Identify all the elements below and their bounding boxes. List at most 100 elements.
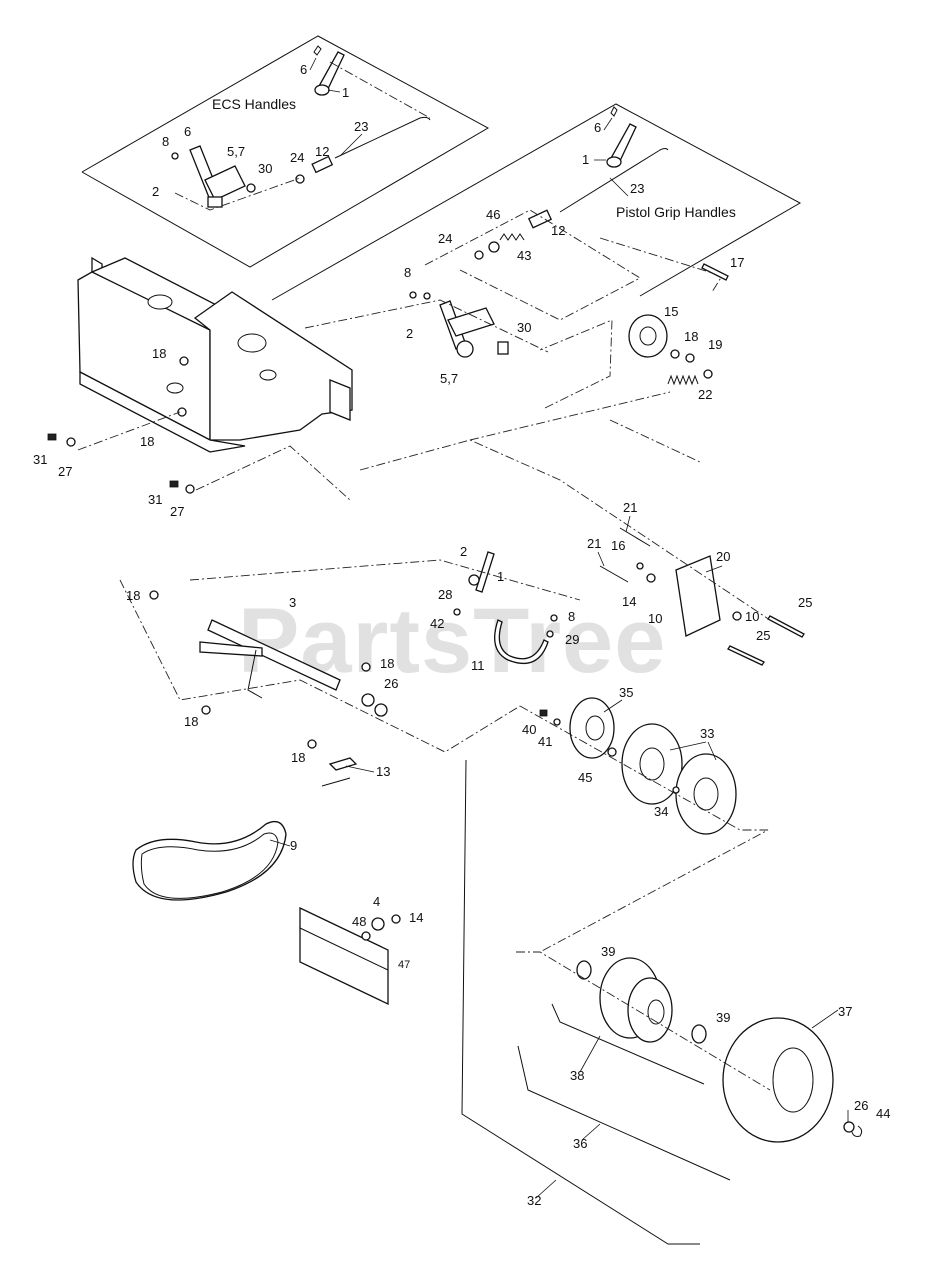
callout: 2 bbox=[152, 184, 159, 199]
callout: 14 bbox=[622, 594, 636, 609]
pg-arm-hub bbox=[606, 156, 622, 168]
callout: 12 bbox=[315, 144, 329, 159]
ecs-cotter-pin bbox=[313, 45, 322, 56]
nut-19a bbox=[685, 353, 695, 363]
callout: 4 bbox=[373, 894, 380, 909]
bolt-31b bbox=[169, 480, 179, 488]
watermark: PartsTree bbox=[238, 590, 666, 692]
nut-18-bottom bbox=[307, 739, 317, 749]
callout: 10 bbox=[745, 609, 759, 624]
callout: 1 bbox=[497, 569, 504, 584]
callout: 9 bbox=[290, 838, 297, 853]
callout: 35 bbox=[619, 685, 633, 700]
callout: 21 bbox=[587, 536, 601, 551]
wheel-assembly bbox=[461, 759, 863, 1245]
pg-bolt-30 bbox=[497, 341, 509, 355]
pg-bolt-17 bbox=[701, 263, 729, 281]
pg-spring-43 bbox=[499, 233, 525, 241]
callout: 18 bbox=[291, 750, 305, 765]
pg-cotter-pin bbox=[610, 106, 618, 117]
lever-arm bbox=[199, 641, 263, 657]
washer-26a bbox=[361, 693, 375, 707]
ecs-shift-rod bbox=[334, 116, 431, 159]
callout: 29 bbox=[565, 632, 579, 647]
pg-washer-46 bbox=[488, 241, 500, 253]
callout: 16 bbox=[611, 538, 625, 553]
leader bbox=[597, 515, 723, 573]
callout: 5,7 bbox=[440, 371, 458, 386]
arm-1 bbox=[475, 551, 495, 593]
callout: 22 bbox=[698, 387, 712, 402]
callout: 26 bbox=[854, 1098, 868, 1113]
callout: 18 bbox=[380, 656, 394, 671]
nut-41 bbox=[553, 718, 561, 726]
ecs-dash-1 bbox=[329, 61, 431, 119]
frame-hole-lower bbox=[166, 382, 184, 394]
plate-dash bbox=[359, 439, 771, 621]
nut-19b bbox=[703, 369, 713, 379]
pulley-dash bbox=[539, 319, 613, 409]
spacer-34 bbox=[672, 786, 680, 794]
nut-8-band bbox=[550, 614, 558, 622]
ecs-nut bbox=[295, 174, 305, 184]
frame-bolts bbox=[47, 433, 195, 494]
leader bbox=[535, 1035, 601, 1199]
callout: 23 bbox=[354, 119, 368, 134]
callout: 30 bbox=[258, 161, 272, 176]
callout: 6 bbox=[594, 120, 601, 135]
leader bbox=[594, 117, 629, 197]
leader-lines bbox=[269, 57, 849, 1199]
callout: 44 bbox=[876, 1106, 890, 1121]
frame-bottom bbox=[79, 370, 246, 453]
drive-pulleys bbox=[519, 697, 769, 953]
axle-shaft-3 bbox=[207, 619, 341, 691]
bracket-plate-assembly bbox=[359, 439, 805, 666]
band-dash bbox=[189, 559, 581, 601]
clip-4 bbox=[371, 917, 385, 931]
ecs-handles-outline bbox=[81, 35, 490, 268]
callout: 30 bbox=[517, 320, 531, 335]
pg-pivot bbox=[456, 340, 474, 358]
callout: 27 bbox=[170, 504, 184, 519]
frame-nut-18a bbox=[179, 356, 189, 366]
callout: 39 bbox=[716, 1010, 730, 1025]
arm-pivot bbox=[468, 574, 480, 586]
guard-plate-47 bbox=[299, 906, 389, 1006]
washer-27a bbox=[66, 437, 76, 447]
callout: 8 bbox=[162, 134, 169, 149]
callout: 15 bbox=[664, 304, 678, 319]
plate-20 bbox=[675, 555, 721, 637]
callout-labels: 6 1 23 8 6 5,7 30 24 12 2 6 1 23 46 24 1… bbox=[33, 62, 890, 1208]
pistol-grip-outline bbox=[271, 103, 802, 301]
callout: 20 bbox=[716, 549, 730, 564]
pulley-15-hub bbox=[639, 326, 657, 346]
callout: 18 bbox=[152, 346, 166, 361]
callout: 8 bbox=[404, 265, 411, 280]
pg-nut-8b bbox=[423, 292, 431, 300]
key-13-tab bbox=[321, 777, 351, 787]
leader bbox=[309, 57, 363, 157]
callout: 2 bbox=[460, 544, 467, 559]
ecs-spacer bbox=[311, 155, 334, 174]
pg-nut-8 bbox=[409, 291, 417, 299]
callout: 33 bbox=[700, 726, 714, 741]
pulley-33b-center bbox=[693, 777, 719, 811]
callout: 43 bbox=[517, 248, 531, 263]
spring-dash bbox=[469, 391, 701, 463]
callout: 24 bbox=[290, 150, 304, 165]
washer-26-wheel bbox=[843, 1121, 855, 1133]
frame-right-wall bbox=[193, 291, 353, 441]
bolt-48 bbox=[361, 931, 371, 941]
pg-handle-plate bbox=[447, 307, 495, 337]
pulley-33a-center bbox=[639, 747, 665, 781]
spacer-45 bbox=[607, 747, 617, 757]
frame-hole-right bbox=[237, 333, 267, 353]
callout: 18 bbox=[126, 588, 140, 603]
pulley-dash bbox=[519, 705, 769, 953]
section-title-pistol: Pistol Grip Handles bbox=[616, 204, 736, 220]
bolt-31a bbox=[47, 433, 57, 441]
callout: 18 bbox=[184, 714, 198, 729]
bracket-32 bbox=[461, 759, 700, 1245]
callout: 18 bbox=[140, 434, 154, 449]
